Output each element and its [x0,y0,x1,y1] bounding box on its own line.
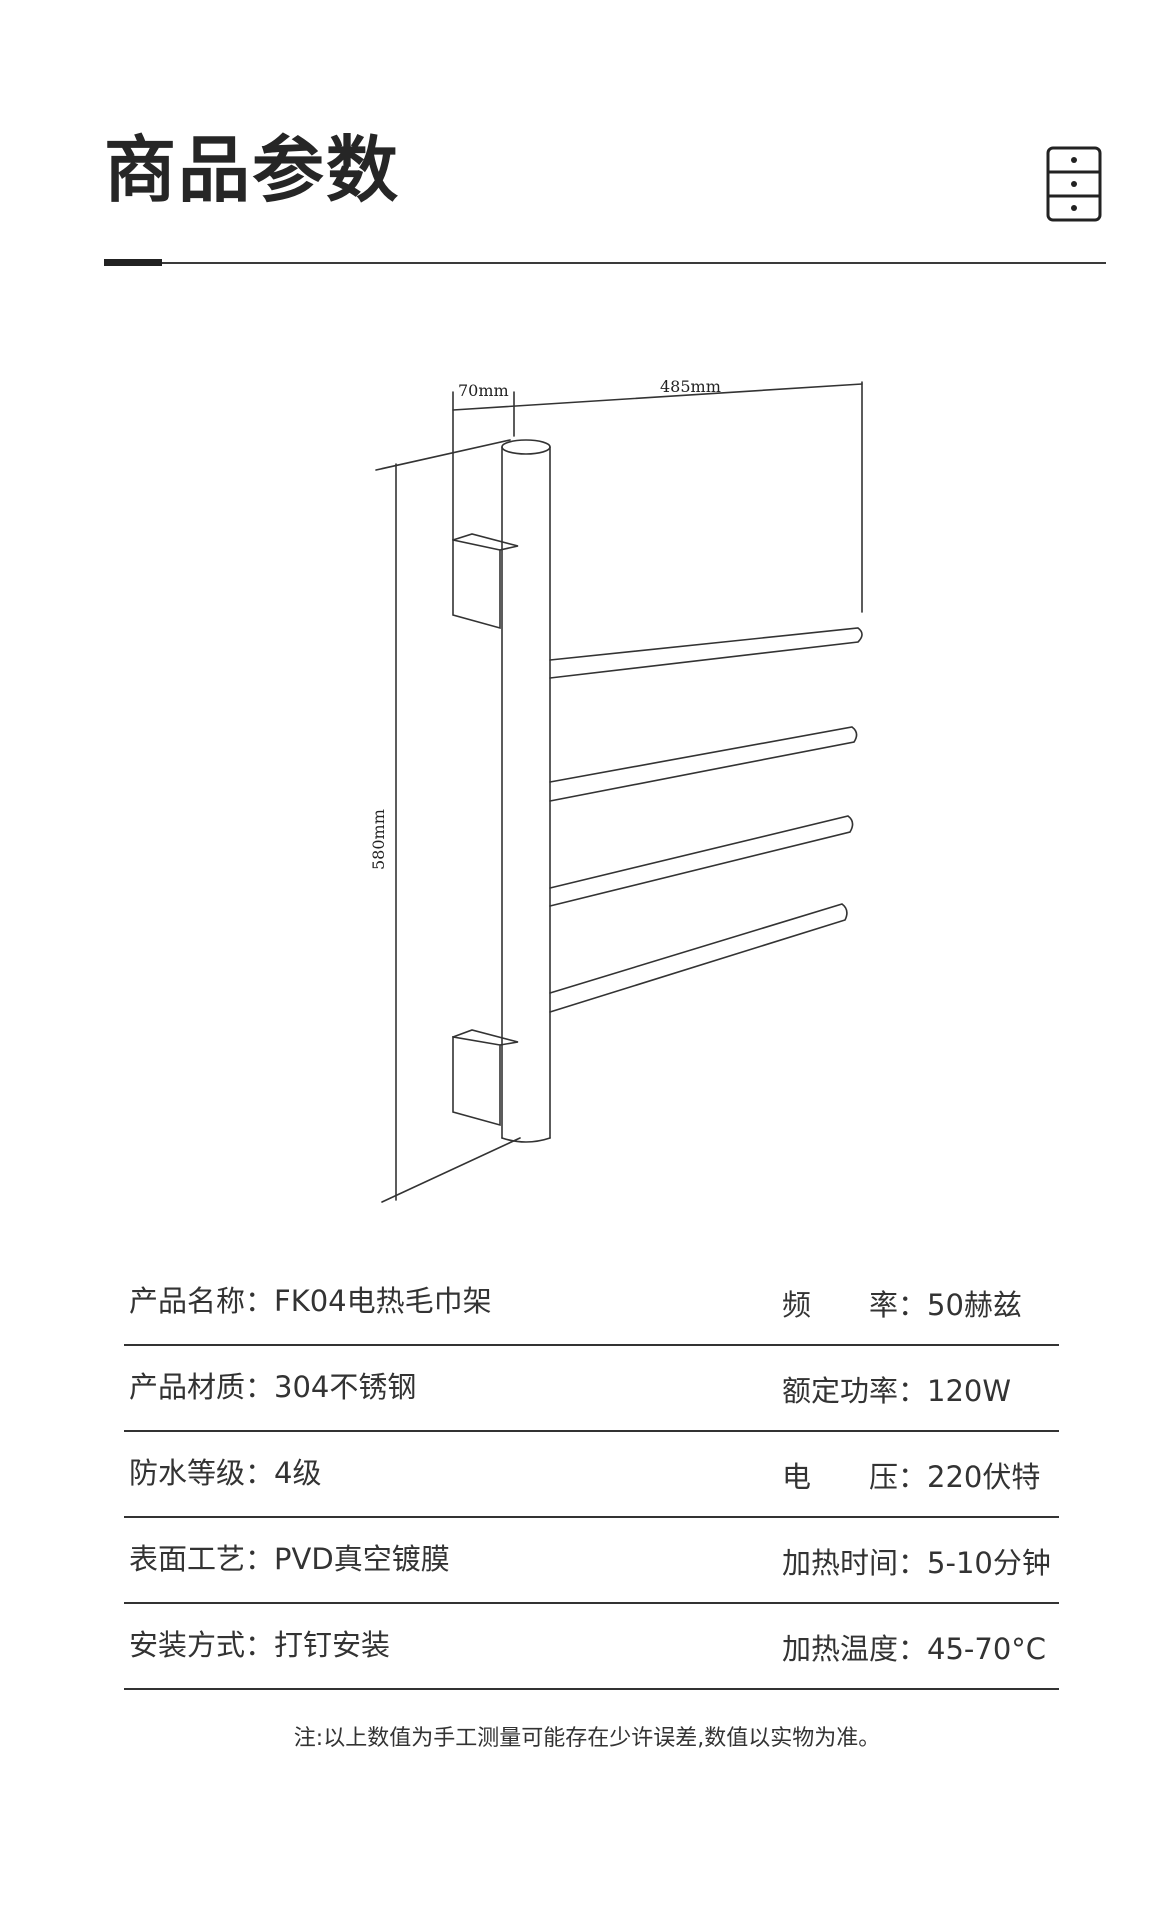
spec-value: FK04电热毛巾架 [274,1284,492,1318]
page-title: 商品参数 [104,128,401,212]
spec-label: 频 率 [782,1288,899,1322]
spec-right: 额定功率：120W [782,1368,1011,1410]
spec-separator: ： [898,1374,928,1408]
spec-value: 45-70°C [927,1632,1047,1666]
towel-rack-dimension-drawing: 70mm 485mm 580mm [369,377,863,1203]
spec-table: 产品名称：FK04电热毛巾架频 率：50赫兹产品材质：304不锈钢额定功率：12… [124,1260,1059,1690]
spec-value: 5-10分钟 [927,1546,1051,1580]
towel-bar-1 [549,627,863,679]
spec-separator: ： [245,1370,275,1404]
towel-bar-2 [549,726,858,802]
spec-label: 表面工艺 [129,1542,246,1576]
spec-value: PVD真空镀膜 [274,1542,450,1576]
spec-row: 防水等级：4级电 压：220伏特 [124,1432,1059,1518]
spec-value: 打钉安装 [274,1628,391,1662]
spec-label: 加热时间 [782,1546,899,1580]
spec-left: 产品材质：304不锈钢 [129,1364,416,1406]
towel-bar-4 [549,903,848,1013]
spec-label: 额定功率 [782,1374,899,1408]
spec-value: 220伏特 [927,1460,1041,1494]
spec-label: 产品名称 [129,1284,246,1318]
spec-left: 产品名称：FK04电热毛巾架 [129,1278,492,1320]
dim-height-label: 580mm [369,809,388,870]
title-divider [104,262,1106,264]
spec-label: 加热温度 [782,1632,899,1666]
spec-row: 产品名称：FK04电热毛巾架频 率：50赫兹 [124,1260,1059,1346]
spec-right: 加热温度：45-70°C [782,1626,1046,1668]
spec-label: 产品材质 [129,1370,246,1404]
top-bracket [452,539,501,630]
bottom-bracket [452,1036,501,1127]
spec-right: 电 压：220伏特 [782,1454,1040,1496]
spec-value: 50赫兹 [927,1288,1022,1322]
spec-label: 防水等级 [129,1456,246,1490]
post-top [501,439,551,455]
spec-right: 频 率：50赫兹 [782,1282,1022,1324]
spec-left: 防水等级：4级 [129,1450,321,1492]
spec-label: 电 压 [782,1460,899,1494]
spec-row: 产品材质：304不锈钢额定功率：120W [124,1346,1059,1432]
spec-row: 安装方式：打钉安装加热温度：45-70°C [124,1604,1059,1690]
spec-separator: ： [245,1456,275,1490]
measurement-note: 注:以上数值为手工测量可能存在少许误差,数值以实物为准。 [293,1726,881,1751]
spec-value: 120W [927,1374,1012,1408]
spec-separator: ： [898,1546,928,1580]
title-divider-accent [104,259,162,266]
spec-separator: ： [245,1542,275,1576]
spec-value: 304不锈钢 [274,1370,417,1404]
spec-separator: ： [898,1460,928,1494]
spec-left: 表面工艺：PVD真空镀膜 [129,1536,450,1578]
towel-bar-3 [549,815,854,907]
spec-value: 4级 [274,1456,322,1490]
drawer-cabinet-icon [1046,146,1102,222]
spec-row: 表面工艺：PVD真空镀膜加热时间：5-10分钟 [124,1518,1059,1604]
spec-separator: ： [898,1632,928,1666]
spec-label: 安装方式 [129,1628,246,1662]
width-dimension-line [452,383,863,411]
spec-left: 安装方式：打钉安装 [129,1622,390,1664]
dim-bracket-label: 70mm [458,381,509,400]
spec-separator: ： [245,1628,275,1662]
spec-right: 加热时间：5-10分钟 [782,1540,1051,1582]
spec-separator: ： [898,1288,928,1322]
dim-bars-label: 485mm [660,377,721,396]
spec-separator: ： [245,1284,275,1318]
